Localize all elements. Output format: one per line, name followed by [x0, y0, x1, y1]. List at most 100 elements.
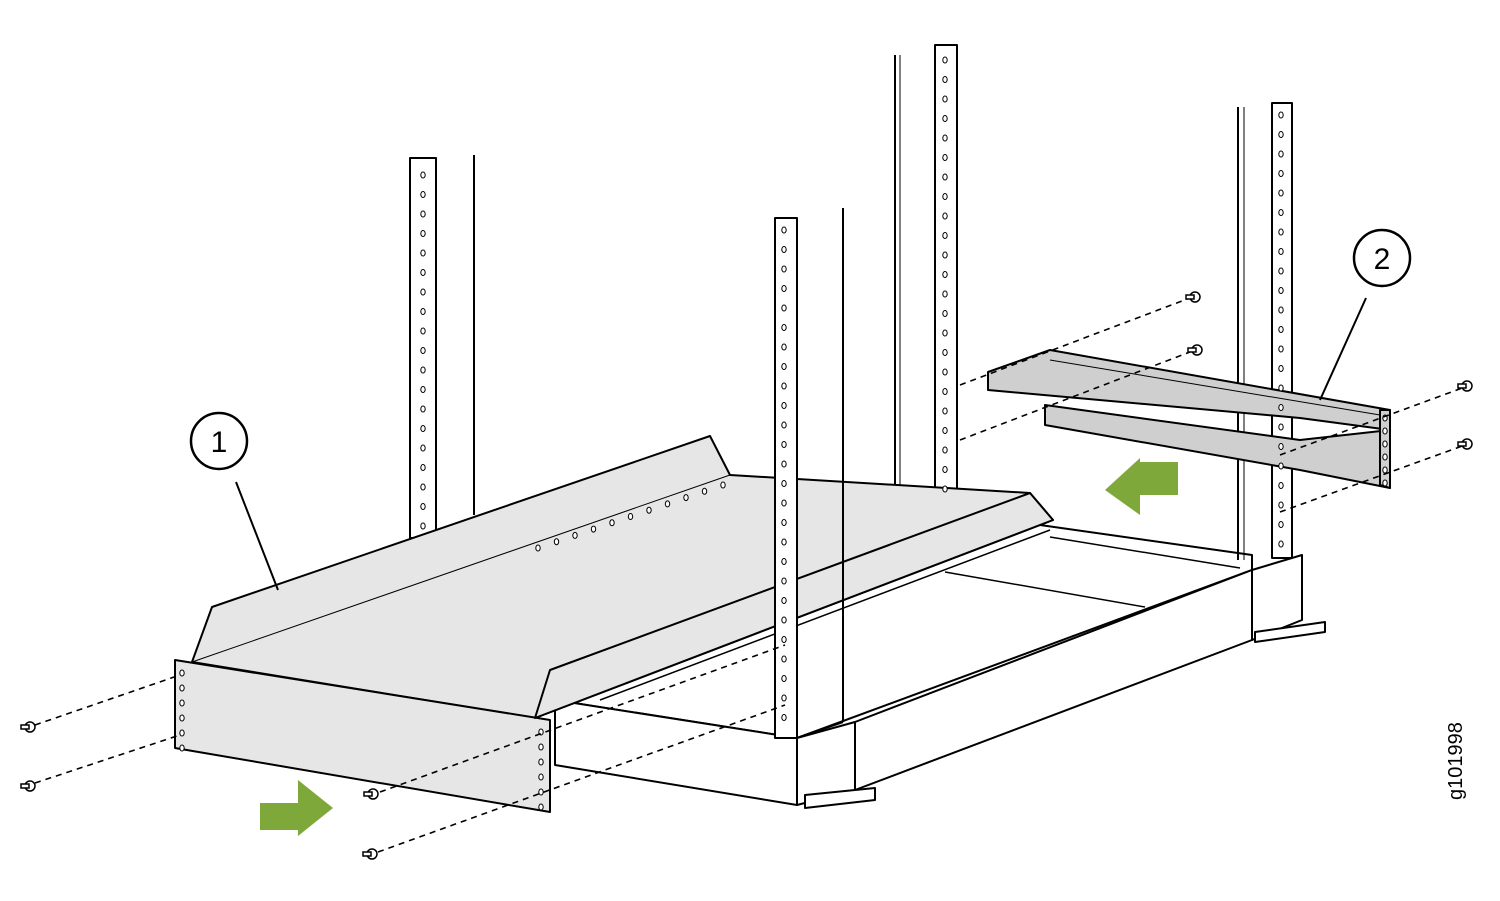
mounting-hole	[942, 349, 948, 356]
figure-id: g101998	[1445, 722, 1467, 800]
mounting-hole	[781, 285, 787, 292]
mounting-hole	[781, 694, 787, 702]
rear-bracket	[987, 349, 1391, 489]
mounting-hole	[664, 500, 671, 508]
mounting-hole	[420, 171, 426, 179]
callout-2: 2	[1319, 228, 1412, 401]
mounting-hole	[781, 519, 787, 526]
mounting-hole	[420, 503, 426, 510]
mounting-hole	[781, 363, 787, 370]
mounting-hole	[420, 366, 426, 374]
mounting-hole	[420, 269, 426, 276]
mounting-hole	[572, 531, 578, 539]
mounting-hole	[1278, 404, 1284, 411]
screw-icon	[20, 721, 36, 733]
mounting-hole	[538, 788, 544, 796]
mounting-hole	[538, 803, 544, 811]
mounting-hole	[781, 577, 787, 585]
mounting-hole	[720, 481, 726, 489]
mounting-hole	[179, 684, 185, 692]
mounting-hole	[781, 343, 787, 351]
screw-icon	[1185, 291, 1201, 303]
mounting-hole	[179, 669, 185, 677]
rack-post-left-rear	[409, 155, 475, 539]
mounting-hole	[942, 271, 948, 278]
mounting-hole	[1278, 131, 1284, 138]
mounting-hole	[553, 538, 560, 546]
callout-1: 1	[189, 411, 279, 591]
callout-1-label: 1	[211, 426, 228, 459]
mounting-hole	[1382, 479, 1388, 487]
mounting-hole	[942, 95, 948, 103]
mounting-hole	[1278, 443, 1284, 450]
mounting-hole	[942, 485, 948, 493]
mounting-hole	[420, 308, 426, 315]
mounting-hole	[781, 324, 787, 331]
mounting-hole	[1278, 384, 1284, 392]
mounting-hole	[420, 210, 426, 218]
mounting-hole	[1278, 482, 1284, 489]
mounting-hole	[1278, 521, 1284, 528]
mounting-hole	[942, 446, 948, 454]
mounting-hole	[1278, 189, 1284, 197]
rack-post-front	[774, 208, 844, 739]
mounting-hole	[942, 466, 948, 473]
mounting-hole	[781, 480, 787, 487]
mounting-hole	[1278, 248, 1284, 255]
mounting-hole	[781, 675, 787, 682]
mounting-hole	[942, 212, 948, 220]
mounting-hole	[781, 714, 787, 721]
mounting-hole	[420, 191, 426, 198]
mounting-hole	[942, 427, 948, 434]
mounting-hole	[781, 499, 787, 507]
mounting-hole	[1278, 170, 1284, 177]
screw-icon	[363, 788, 379, 800]
mounting-hole	[420, 444, 426, 452]
mounting-hole	[646, 506, 652, 514]
mounting-hole	[627, 513, 634, 520]
mounting-hole	[1278, 287, 1284, 294]
mounting-hole	[1278, 423, 1284, 431]
mounting-hole	[781, 421, 787, 429]
screw-icon	[1457, 438, 1473, 450]
mounting-hole	[781, 616, 787, 624]
mounting-hole	[1278, 306, 1284, 314]
push-arrow-front	[260, 780, 333, 836]
mounting-hole	[420, 405, 426, 413]
mounting-hole	[942, 368, 948, 376]
mounting-hole	[420, 386, 426, 393]
mounting-hole	[781, 636, 787, 643]
mounting-hole	[942, 290, 948, 298]
mounting-hole	[942, 407, 948, 415]
mounting-hole	[683, 494, 689, 502]
mounting-hole	[179, 714, 185, 722]
mounting-hole	[781, 655, 787, 663]
mounting-hole	[420, 327, 426, 335]
mounting-hole	[942, 388, 948, 395]
screw-guide-lines	[34, 297, 1466, 853]
mounting-hole	[179, 729, 185, 737]
mounting-hole	[942, 232, 948, 239]
front-base-plate	[796, 554, 1326, 809]
mounting-hole	[942, 134, 948, 142]
mounting-hole	[538, 773, 544, 781]
mounting-hole	[942, 115, 948, 122]
mounting-hole	[781, 265, 787, 273]
mounting-hole	[538, 758, 544, 766]
mounting-hole	[1278, 345, 1284, 353]
mounting-hole	[1278, 209, 1284, 216]
mounting-hole	[420, 522, 426, 530]
mounting-hole	[781, 226, 787, 234]
mounting-hole	[1382, 427, 1388, 435]
mounting-hole	[1278, 111, 1284, 119]
mounting-hole	[1278, 462, 1284, 470]
mounting-hole	[179, 744, 185, 752]
mounting-hole	[1382, 466, 1388, 474]
mounting-hole	[942, 193, 948, 200]
screw-icon	[1187, 344, 1203, 356]
mounting-hole	[781, 382, 787, 390]
mounting-hole	[942, 173, 948, 181]
mounting-hole	[538, 743, 544, 751]
screw-icon	[362, 848, 378, 860]
